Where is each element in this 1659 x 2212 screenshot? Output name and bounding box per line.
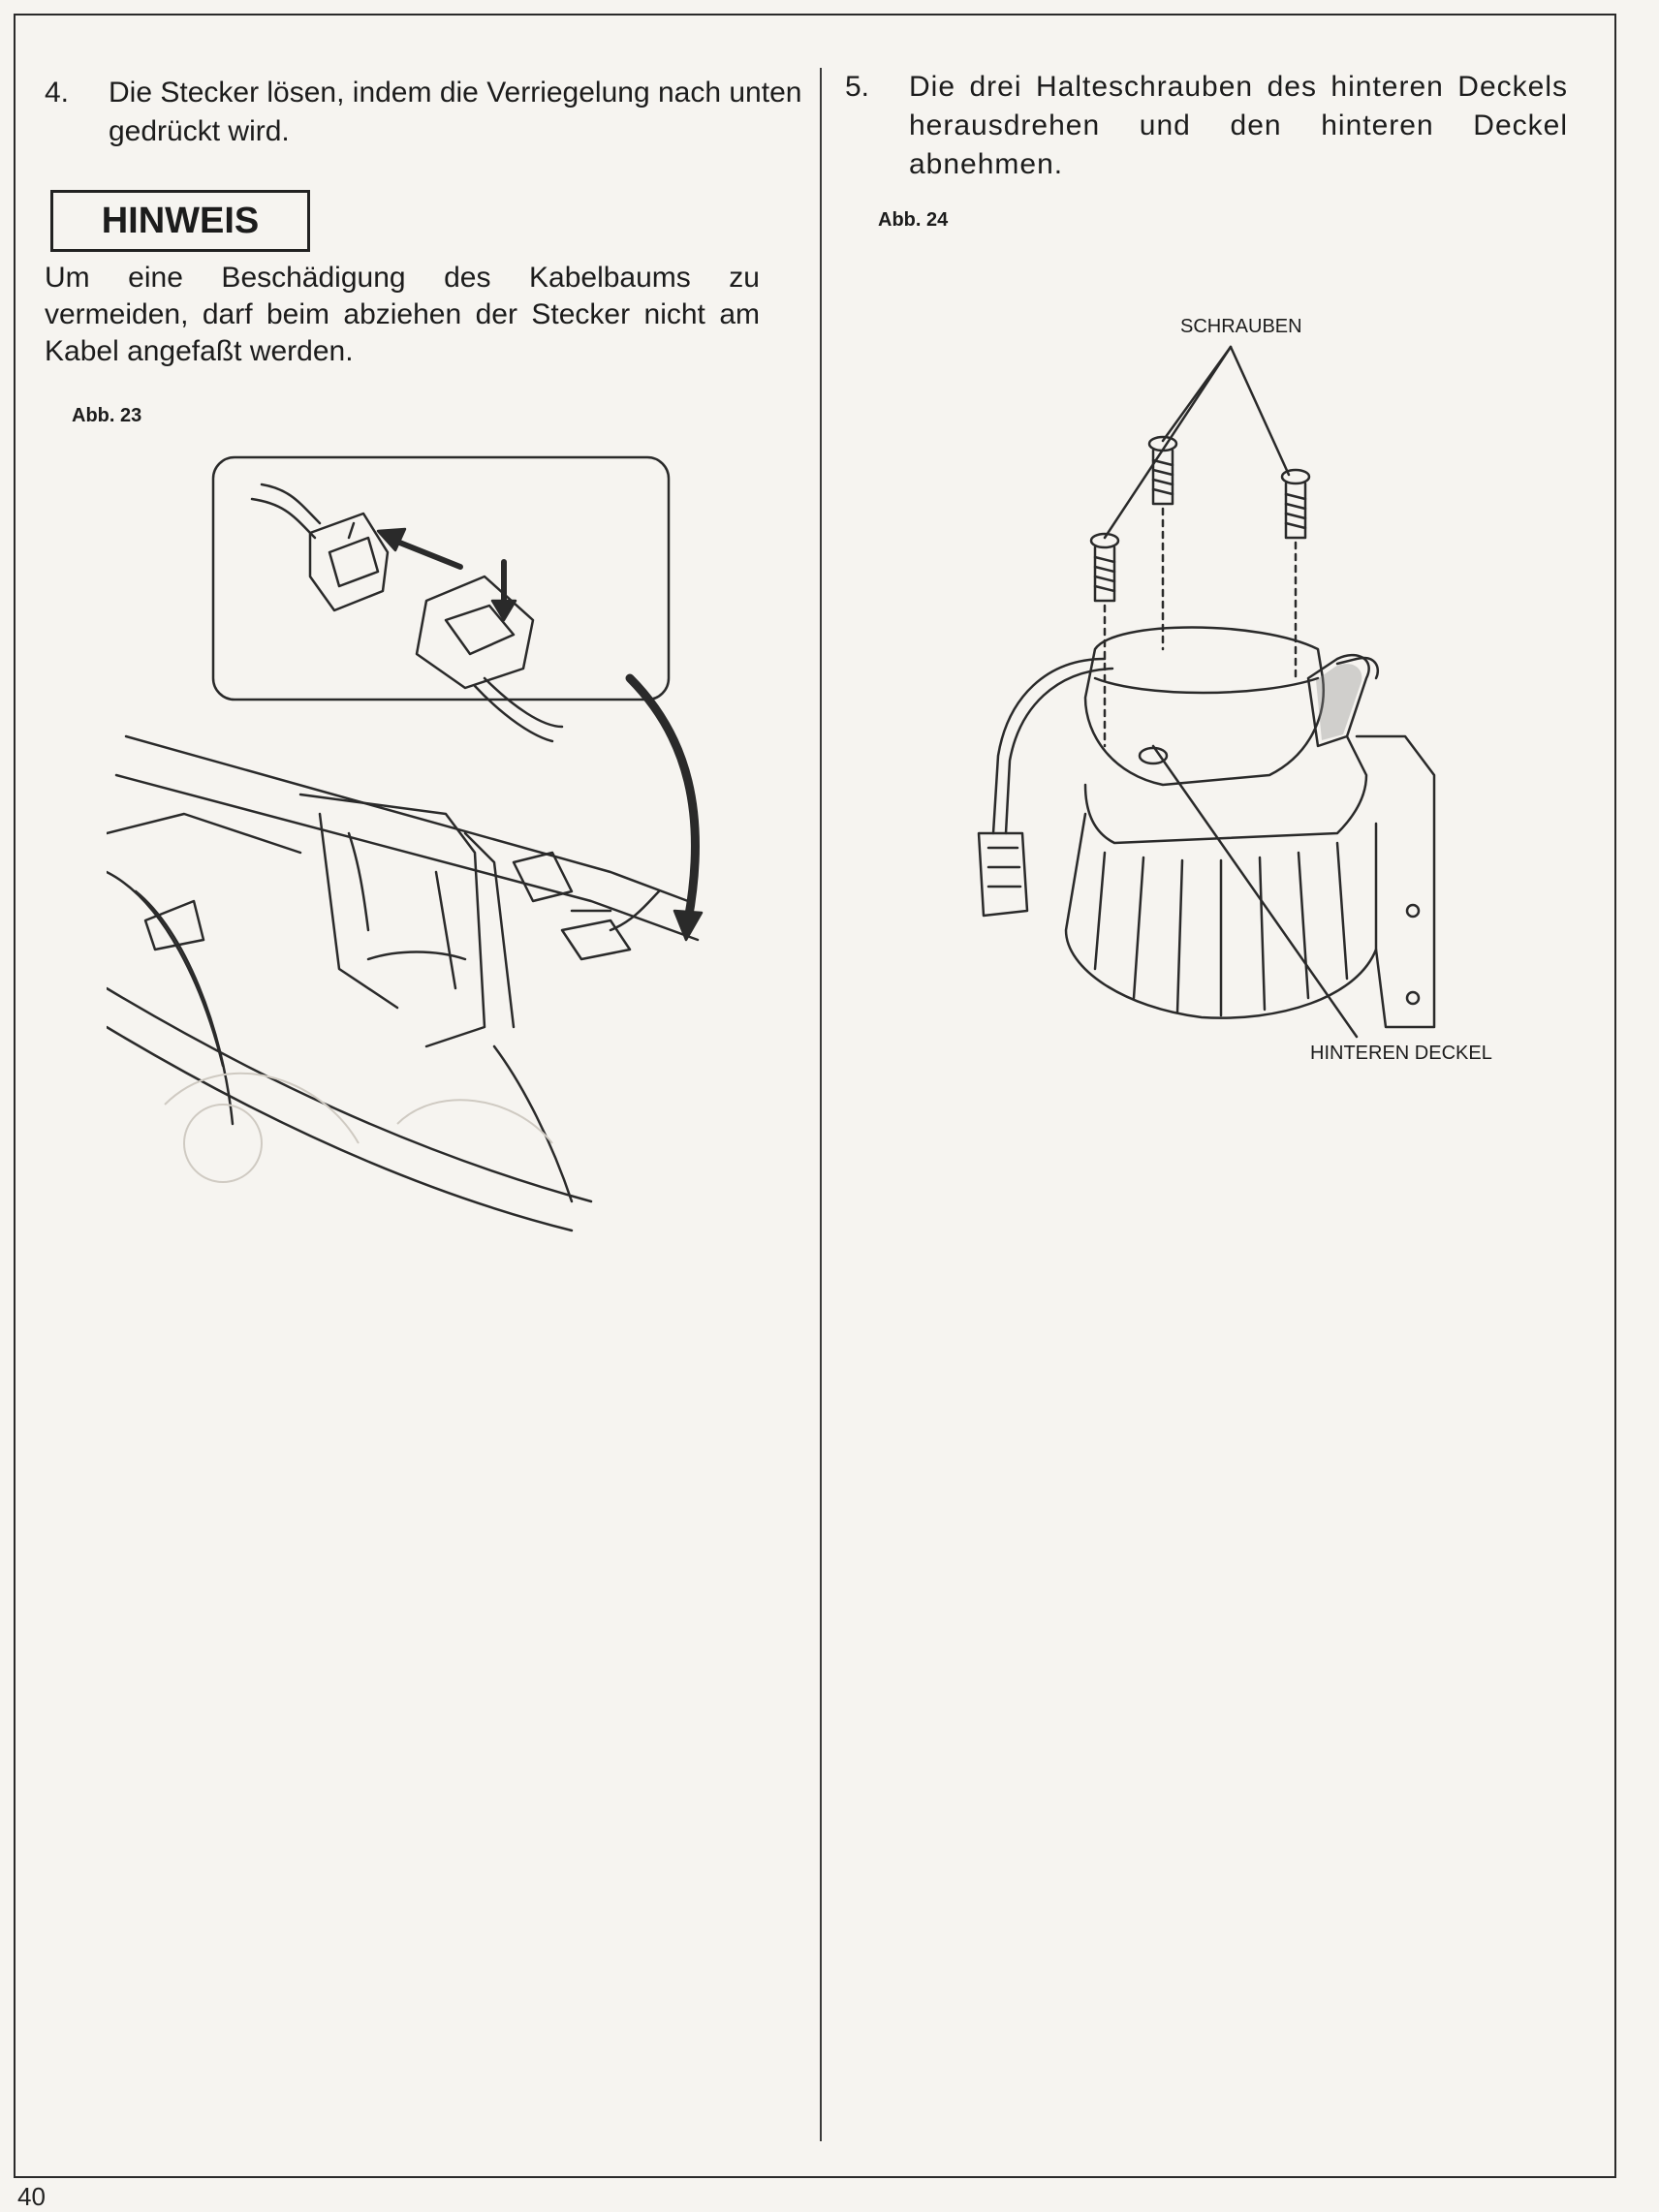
housing bbox=[1064, 812, 1378, 1019]
screw-1 bbox=[1147, 435, 1178, 506]
screw-3 bbox=[1089, 532, 1120, 603]
page-frame bbox=[14, 14, 1616, 2178]
rear-cover bbox=[1083, 626, 1325, 787]
connector-b bbox=[415, 575, 535, 690]
inset-box bbox=[211, 455, 671, 701]
step-5-text: Die drei Halteschrauben des hinteren Dec… bbox=[909, 71, 1568, 180]
column-divider bbox=[820, 68, 822, 2141]
nozzle bbox=[1306, 653, 1370, 748]
screw-2 bbox=[1280, 468, 1311, 540]
callout-screws: SCHRAUBEN bbox=[1180, 316, 1302, 337]
cable bbox=[991, 657, 1107, 835]
step-5-number: 5. bbox=[845, 71, 870, 103]
figure-23-illustration bbox=[107, 455, 704, 1232]
step-4-number: 4. bbox=[45, 77, 70, 109]
hinweis-text: Um eine Beschädigung des Kabelbaums zu v… bbox=[45, 262, 760, 367]
figure-24-illustration bbox=[977, 345, 1436, 1039]
plug bbox=[977, 831, 1029, 918]
figure-23-label: Abb. 23 bbox=[72, 405, 142, 426]
hinweis-title: HINWEIS bbox=[50, 190, 310, 252]
page-number: 40 bbox=[17, 2182, 46, 2211]
connector-a bbox=[308, 512, 390, 612]
step-4-text: Die Stecker lösen, indem die Verriegelun… bbox=[109, 77, 802, 147]
callout-rear-cover: HINTEREN DECKEL bbox=[1310, 1043, 1492, 1064]
figure-24-label: Abb. 24 bbox=[878, 209, 949, 231]
